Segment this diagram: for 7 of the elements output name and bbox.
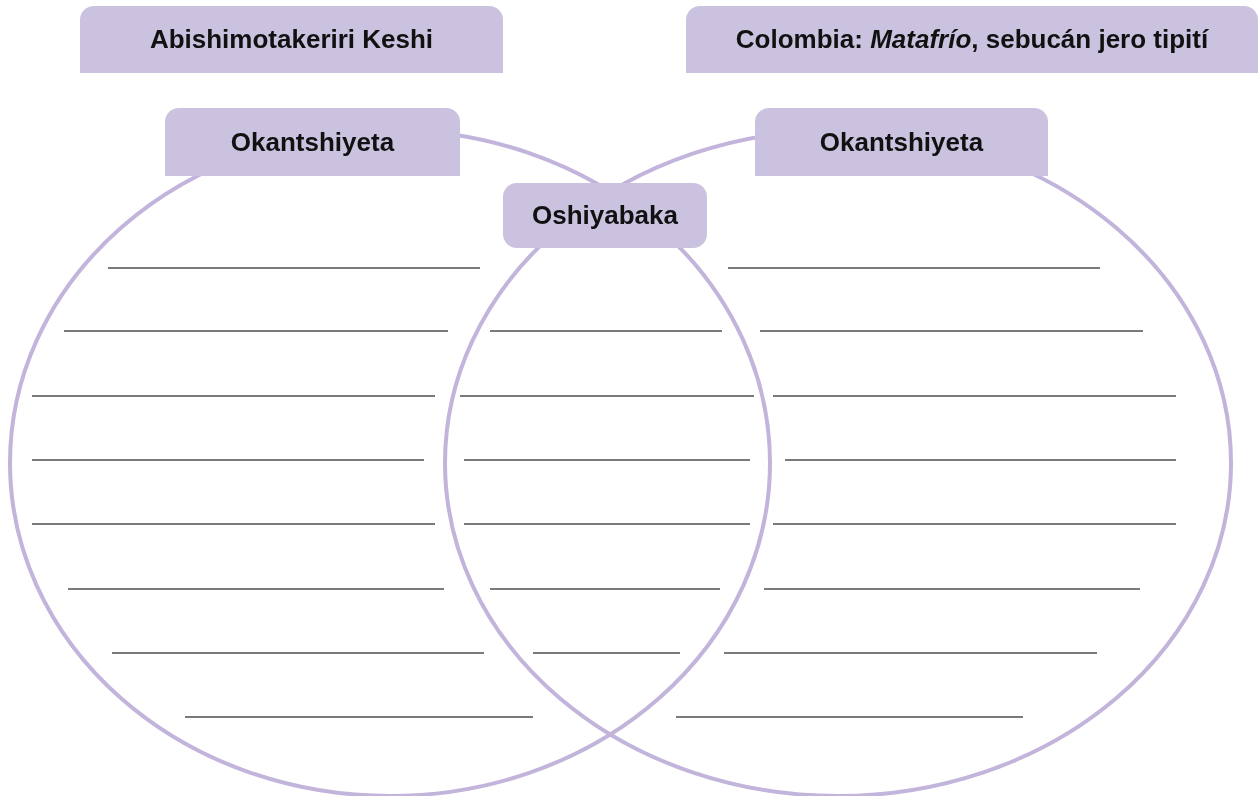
title-text: Colombia: Matafrío, sebucán jero tipití [735,24,1209,55]
overlap-heading: Oshiyabaka [503,183,707,248]
circle-heading: Okantshiyeta [165,108,460,176]
title-text: Abishimotakeriri Keshi [149,24,434,55]
circle-heading: Okantshiyeta [755,108,1048,176]
title-banner [80,6,503,73]
title-banner [686,6,1258,73]
